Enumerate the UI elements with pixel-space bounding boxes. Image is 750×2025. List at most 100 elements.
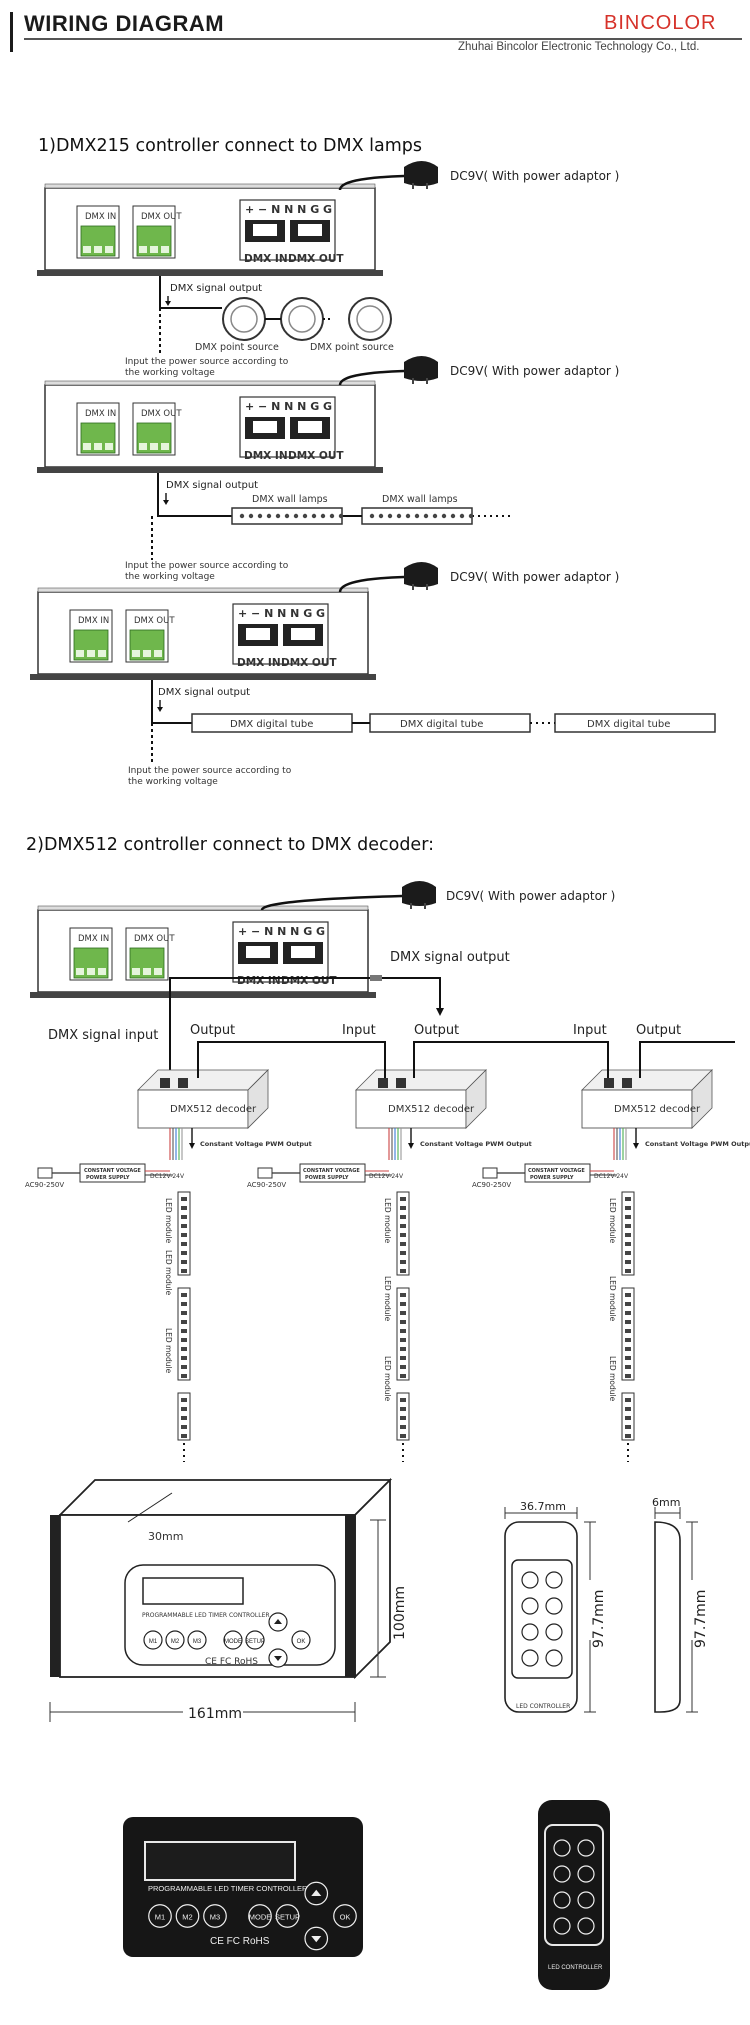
point-source-label-2: DMX point source — [310, 342, 394, 353]
pwm-label-2: Constant Voltage PWM Output — [420, 1140, 532, 1148]
dim-remote-height-2: 97.7mm — [693, 1590, 709, 1648]
rj45-pins-label: + − N N N G G — [245, 203, 332, 216]
power-note-3a: Input the power source according to — [128, 766, 292, 776]
svg-text:OK: OK — [340, 1913, 351, 1922]
svg-text:SETUP: SETUP — [275, 1913, 300, 1922]
psu-label-1b: POWER SUPPLY — [86, 1175, 130, 1181]
input-label-2: Input — [573, 1023, 607, 1038]
power-note-1b: the working voltage — [125, 368, 215, 378]
led-module-1a: LED module — [164, 1198, 173, 1244]
power-label-4: DC9V( With power adaptor ) — [446, 889, 615, 903]
dc-label-3: DC12V-24V — [594, 1173, 629, 1180]
power-label-1: DC9V( With power adaptor ) — [450, 169, 619, 183]
svg-text:M1: M1 — [155, 1913, 165, 1922]
rj45-in-label-4: DMX IN — [237, 975, 281, 987]
svg-text:M1: M1 — [149, 1639, 158, 1645]
digital-tube-label-1: DMX digital tube — [230, 719, 313, 730]
rj45-pins-label-2: + − N N N G G — [245, 400, 332, 413]
power-adaptor-icon — [404, 161, 438, 189]
signal-input-label: DMX signal input — [48, 1028, 158, 1043]
remote-product-photo — [538, 1800, 610, 1990]
cert-label-2: CE FC RoHS — [210, 1936, 270, 1947]
psu-label-2a: CONSTANT VOLTAGE — [303, 1168, 360, 1174]
rj45-in-label-2: DMX IN — [244, 450, 288, 462]
input-label-1: Input — [342, 1023, 376, 1038]
ac-label-3: AC90-250V — [472, 1181, 511, 1189]
company-name: Zhuhai Bincolor Electronic Technology Co… — [458, 41, 700, 53]
remote-label-1: LED CONTROLLER — [516, 1703, 570, 1710]
point-source-lamps — [222, 297, 392, 341]
terminal-out-label-2: DMX OUT — [141, 409, 182, 419]
psu-label-3a: CONSTANT VOLTAGE — [528, 1168, 585, 1174]
decoder-label-2: DMX512 decoder — [388, 1104, 475, 1115]
power-label-3: DC9V( With power adaptor ) — [450, 570, 619, 584]
rj45-out-label-4: DMX OUT — [281, 975, 337, 987]
decoder-label-3: DMX512 decoder — [614, 1104, 701, 1115]
rj45-out-label: DMX OUT — [288, 253, 344, 265]
decoder-2 — [355, 1069, 487, 1129]
header-accent-bar — [10, 12, 13, 52]
dim-thickness: 30mm — [148, 1530, 183, 1543]
digital-tube-label-3: DMX digital tube — [587, 719, 670, 730]
svg-text:MODE: MODE — [224, 1639, 242, 1645]
signal-output-1: DMX signal output — [170, 283, 262, 294]
output-label-3: Output — [636, 1023, 681, 1038]
terminal-in-label: DMX IN — [85, 212, 116, 222]
dim-remote-width: 36.7mm — [520, 1500, 566, 1513]
dim-width-controller: 161mm — [188, 1706, 242, 1722]
cert-label-1: CE FC RoHS — [205, 1657, 258, 1667]
brand-logo: BINCOLOR — [604, 12, 717, 34]
terminal-out-label: DMX OUT — [141, 212, 182, 222]
rj45-in-label-3: DMX IN — [237, 657, 281, 669]
power-adaptor-icon-4 — [402, 881, 436, 909]
led-module-3c: LED module — [608, 1356, 617, 1402]
terminal-out-label-3: DMX OUT — [134, 616, 175, 626]
wall-lamps-label-2: DMX wall lamps — [382, 494, 458, 505]
section2-heading: 2)DMX512 controller connect to DMX decod… — [26, 835, 434, 855]
controller-dimension-drawing — [50, 1477, 393, 1680]
signal-output-3: DMX signal output — [158, 687, 250, 698]
dc-label-1: DC12V-24V — [150, 1173, 185, 1180]
power-label-2: DC9V( With power adaptor ) — [450, 364, 619, 378]
decoder-1 — [137, 1069, 269, 1129]
dim-height-controller: 100mm — [392, 1586, 408, 1640]
decoder-label-1: DMX512 decoder — [170, 1104, 257, 1115]
led-module-1b: LED module — [164, 1250, 173, 1296]
power-note-2b: the working voltage — [125, 572, 215, 582]
dim-remote-height-1: 97.7mm — [591, 1590, 607, 1648]
output-label-1: Output — [190, 1023, 235, 1038]
led-module-2a: LED module — [383, 1198, 392, 1244]
rj45-out-label-3: DMX OUT — [281, 657, 337, 669]
signal-output-2: DMX signal output — [166, 480, 258, 491]
rj45-pins-label-3: + − N N N G G — [238, 607, 325, 620]
svg-text:M2: M2 — [182, 1913, 192, 1922]
point-source-label-1: DMX point source — [195, 342, 279, 353]
ac-label-2: AC90-250V — [247, 1181, 286, 1189]
led-module-2b: LED module — [383, 1276, 392, 1322]
wall-lamps-label-1: DMX wall lamps — [252, 494, 328, 505]
svg-text:M2: M2 — [171, 1639, 180, 1645]
led-module-3a: LED module — [608, 1198, 617, 1244]
led-module-1c: LED module — [164, 1328, 173, 1374]
svg-text:M3: M3 — [210, 1913, 220, 1922]
svg-text:MODE: MODE — [249, 1913, 272, 1922]
power-note-3b: the working voltage — [128, 777, 218, 787]
digital-tube-label-2: DMX digital tube — [400, 719, 483, 730]
ac-label-1: AC90-250V — [25, 1181, 64, 1189]
svg-text:SETUP: SETUP — [245, 1639, 265, 1645]
pwm-label-3: Constant Voltage PWM Output — [645, 1140, 750, 1148]
psu-label-2b: POWER SUPPLY — [305, 1175, 349, 1181]
dim-remote-thickness: 6mm — [652, 1496, 680, 1509]
led-module-3b: LED module — [608, 1276, 617, 1322]
power-note-1a: Input the power source according to — [125, 357, 289, 367]
power-adaptor-icon-2 — [404, 356, 438, 384]
terminal-in-label-2: DMX IN — [85, 409, 116, 419]
led-module-2c: LED module — [383, 1356, 392, 1402]
digital-tubes — [191, 713, 716, 733]
power-adaptor-icon-3 — [404, 562, 438, 590]
page-title: WIRING DIAGRAM — [24, 11, 225, 36]
psu-label-3b: POWER SUPPLY — [530, 1175, 574, 1181]
dc-label-2: DC12V-24V — [369, 1173, 404, 1180]
power-note-2a: Input the power source according to — [125, 561, 289, 571]
